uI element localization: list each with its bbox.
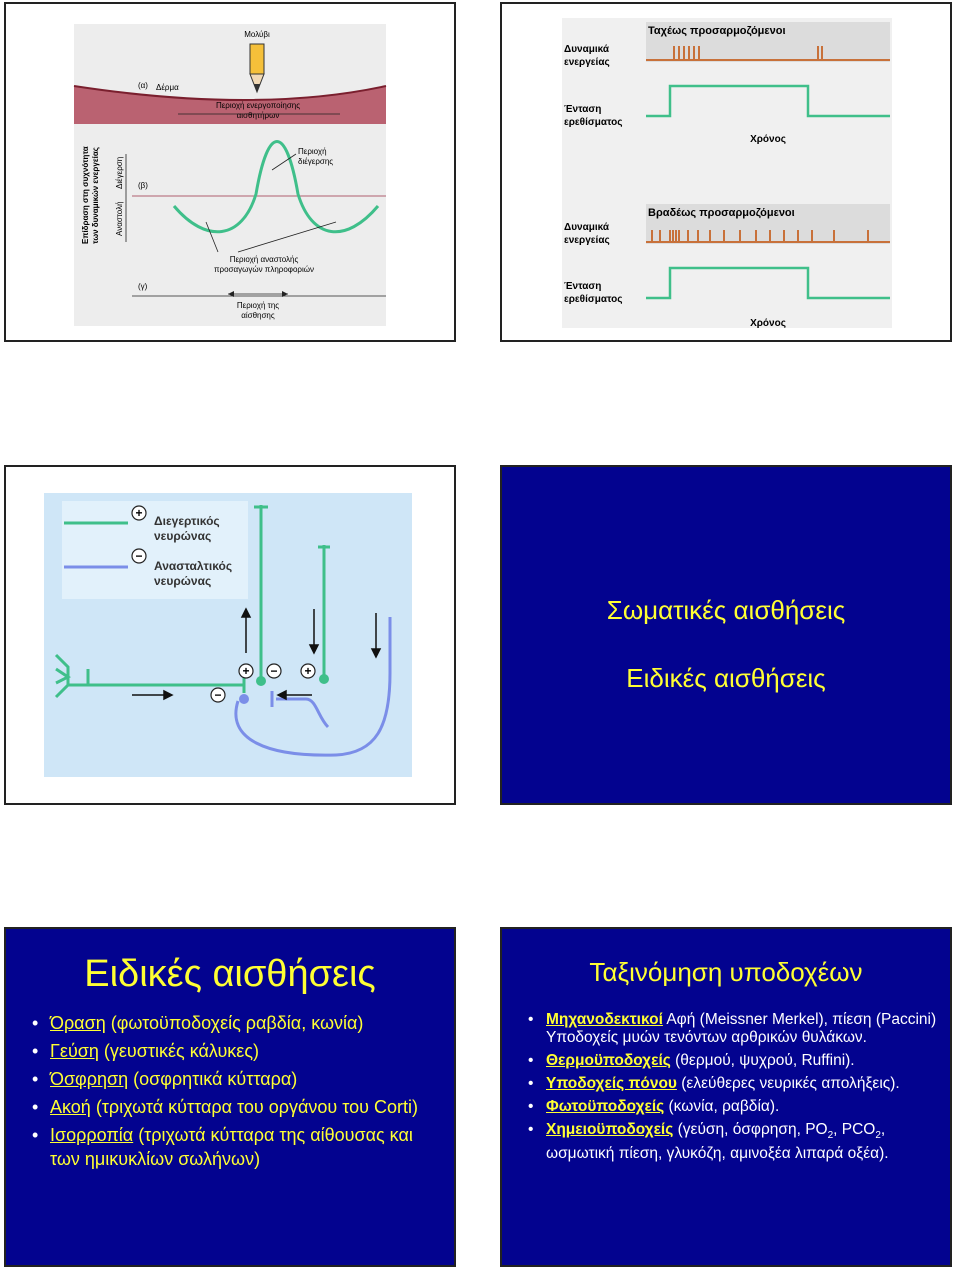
fast-time-label: Χρόνος xyxy=(750,134,786,145)
slow-adapting-title: Βραδέως προσαρμοζόμενοι xyxy=(648,207,795,219)
slide-receptive-field: Μολύβι (α) Δέρμα Περιοχή ενεργοποίησης α… xyxy=(4,2,456,342)
neuron-figure: + Διεγερτικός νευρώνας − Ανασταλτικός νε… xyxy=(44,493,412,777)
chemoreceptors-link[interactable]: Χημειοϋποδοχείς xyxy=(546,1121,674,1138)
excitatory-neuron-label-2: νευρώνας xyxy=(154,529,211,543)
list-item: Όσφρηση (οσφρητικά κύτταρα) xyxy=(32,1067,442,1091)
somatic-senses-heading: Σωματικές αισθήσεις xyxy=(606,595,846,625)
list-item: Χημειοϋποδοχείς (γεύση, όσφρηση, PO2, PC… xyxy=(528,1121,938,1163)
sensation-area-label-1: Περιοχή της xyxy=(237,301,279,310)
slide-senses-overview: Σωματικές αισθήσεις Ειδικές αισθήσεις xyxy=(500,465,952,805)
slide-receptor-adaptation: Ταχέως προσαρμοζόμενοι Δυναμικά ενεργεία… xyxy=(500,2,952,342)
list-item-text: , ωσμωτική πίεση, γλυκόζη, αμινοξέα λιπα… xyxy=(546,1121,889,1163)
excitatory-label: Διέγερση xyxy=(115,157,124,189)
slide-neurons: + Διεγερτικός νευρώνας − Ανασταλτικός νε… xyxy=(4,465,456,805)
y-axis-label-1: Επίδραση στη συχνότητα xyxy=(81,146,90,244)
subscript: 2 xyxy=(827,1130,834,1142)
excitation-area-label-1: Περιοχή xyxy=(298,147,327,156)
inhibition-area-label-1: Περιοχή αναστολής xyxy=(230,255,299,264)
synapse-minus-1: − xyxy=(270,664,277,678)
inhibitory-neuron-label-1: Ανασταλτικός xyxy=(154,559,232,573)
skin-label: Δέρμα xyxy=(156,83,179,92)
fast-spikes xyxy=(673,46,823,60)
slow-time-label: Χρόνος xyxy=(750,318,786,329)
list-item: Υποδοχείς πόνου (ελεύθερες νευρικές απολ… xyxy=(528,1075,938,1093)
thermoreceptors-link[interactable]: Θερμοϋποδοχείς xyxy=(546,1052,671,1069)
list-item-text: (θερμού, ψυχρού, Ruffini). xyxy=(670,1052,855,1069)
fast-ap-label-2: ενεργείας xyxy=(564,57,610,68)
slow-stim-label-1: Ένταση xyxy=(564,281,601,292)
subscript: 2 xyxy=(875,1130,881,1142)
label-g: (γ) xyxy=(138,282,148,291)
list-item-text: (γευστικές κάλυκες) xyxy=(98,1041,259,1061)
inhibitory-neuron-label-2: νευρώνας xyxy=(154,574,211,588)
fast-ap-label-1: Δυναμικά xyxy=(564,44,610,55)
synapse-plus-1: + xyxy=(242,664,249,678)
activation-area-label-2: αισθητήρων xyxy=(237,111,280,120)
sensation-area-label-2: αίσθησης xyxy=(241,311,275,320)
slow-ap-label-2: ενεργείας xyxy=(564,235,610,246)
excitatory-neuron-label-1: Διεγερτικός xyxy=(154,514,220,528)
slide-receptor-classification: Ταξινόμηση υποδοχέων Μηχανοδεκτικοί Αφή … xyxy=(500,927,952,1267)
inhibition-area-label-2: προσαγωγών πληροφοριών xyxy=(214,265,314,274)
list-item: Μηχανοδεκτικοί Αφή (Meissner Merkel), πί… xyxy=(528,1011,938,1047)
slow-spikes xyxy=(651,230,869,242)
hearing-link[interactable]: Ακοή xyxy=(50,1097,91,1117)
photoreceptors-link[interactable]: Φωτοϋποδοχείς xyxy=(546,1098,665,1115)
list-item-text: (γεύση, όσφρηση, PO xyxy=(673,1121,828,1138)
activation-area-label-1: Περιοχή ενεργοποίησης xyxy=(216,101,300,110)
pencil-icon xyxy=(249,43,265,94)
fast-adapting-title: Ταχέως προσαρμοζόμενοι xyxy=(648,25,786,37)
slow-ap-label-1: Δυναμικά xyxy=(564,222,610,233)
receptor-classification-title: Ταξινόμηση υποδοχέων xyxy=(589,957,863,987)
fast-stim-label-2: ερεθίσματος xyxy=(564,117,622,128)
receptive-field-figure: Μολύβι (α) Δέρμα Περιοχή ενεργοποίησης α… xyxy=(73,24,387,326)
mechanoreceptors-link[interactable]: Μηχανοδεκτικοί xyxy=(546,1011,663,1028)
synapse-minus-2: − xyxy=(214,688,221,702)
list-item: Ακοή (τριχωτά κύτταρα του οργάνου του Co… xyxy=(32,1095,442,1119)
label-b: (β) xyxy=(138,181,148,190)
legend-minus: − xyxy=(135,549,142,563)
special-senses-list: Όραση (φωτοϋποδοχείς ραβδία, κωνία) Γεύσ… xyxy=(32,1011,442,1175)
vision-link[interactable]: Όραση xyxy=(50,1013,106,1033)
list-item-text: (οσφρητικά κύτταρα) xyxy=(128,1069,298,1089)
list-item: Ισορροπία (τριχωτά κύτταρα της αίθουσας … xyxy=(32,1123,442,1171)
legend-plus: + xyxy=(135,506,142,520)
list-item-text: (τριχωτά κύτταρα της αίθουσας και των ημ… xyxy=(50,1125,413,1169)
taste-link[interactable]: Γεύση xyxy=(50,1041,99,1061)
adaptation-figure: Ταχέως προσαρμοζόμενοι Δυναμικά ενεργεία… xyxy=(562,18,892,329)
receptor-list: Μηχανοδεκτικοί Αφή (Meissner Merkel), πί… xyxy=(528,1011,938,1168)
list-item-text: (ελεύθερες νευρικές απολήξεις). xyxy=(676,1075,900,1092)
list-item: Γεύση (γευστικές κάλυκες) xyxy=(32,1039,442,1063)
balance-link[interactable]: Ισορροπία xyxy=(50,1125,134,1145)
list-item-text: (φωτοϋποδοχείς ραβδία, κωνία) xyxy=(105,1013,364,1033)
label-a: (α) xyxy=(138,81,148,90)
list-item: Φωτοϋποδοχείς (κωνία, ραβδία). xyxy=(528,1098,938,1116)
slide-special-senses: Ειδικές αισθήσεις Όραση (φωτοϋποδοχείς ρ… xyxy=(4,927,456,1267)
list-item-text: , PCO xyxy=(833,1121,876,1138)
list-item-text: (τριχωτά κύτταρα του οργάνου του Corti) xyxy=(90,1097,418,1117)
fast-stim-label-1: Ένταση xyxy=(564,104,601,115)
pencil-label: Μολύβι xyxy=(244,30,270,39)
synapse-plus-2: + xyxy=(304,664,311,678)
special-senses-heading: Ειδικές αισθήσεις xyxy=(626,663,826,693)
excitation-area-label-2: διέγερσης xyxy=(298,157,333,166)
pain-receptors-link[interactable]: Υποδοχείς πόνου xyxy=(546,1075,677,1092)
list-item-text: (κωνία, ραβδία). xyxy=(664,1098,780,1115)
smell-link[interactable]: Όσφρηση xyxy=(50,1069,129,1089)
list-item: Θερμοϋποδοχείς (θερμού, ψυχρού, Ruffini)… xyxy=(528,1052,938,1070)
inhibitory-label: Αναστολή xyxy=(115,201,124,236)
slow-stim-label-2: ερεθίσματος xyxy=(564,294,622,305)
list-item: Όραση (φωτοϋποδοχείς ραβδία, κωνία) xyxy=(32,1011,442,1035)
y-axis-label-2: των δυναμικών ενεργείας xyxy=(91,147,100,244)
special-senses-title: Ειδικές αισθήσεις xyxy=(84,953,376,995)
list-item-text: Αφή (Meissner Merkel), πίεση (Paccini) Υ… xyxy=(546,1011,937,1046)
